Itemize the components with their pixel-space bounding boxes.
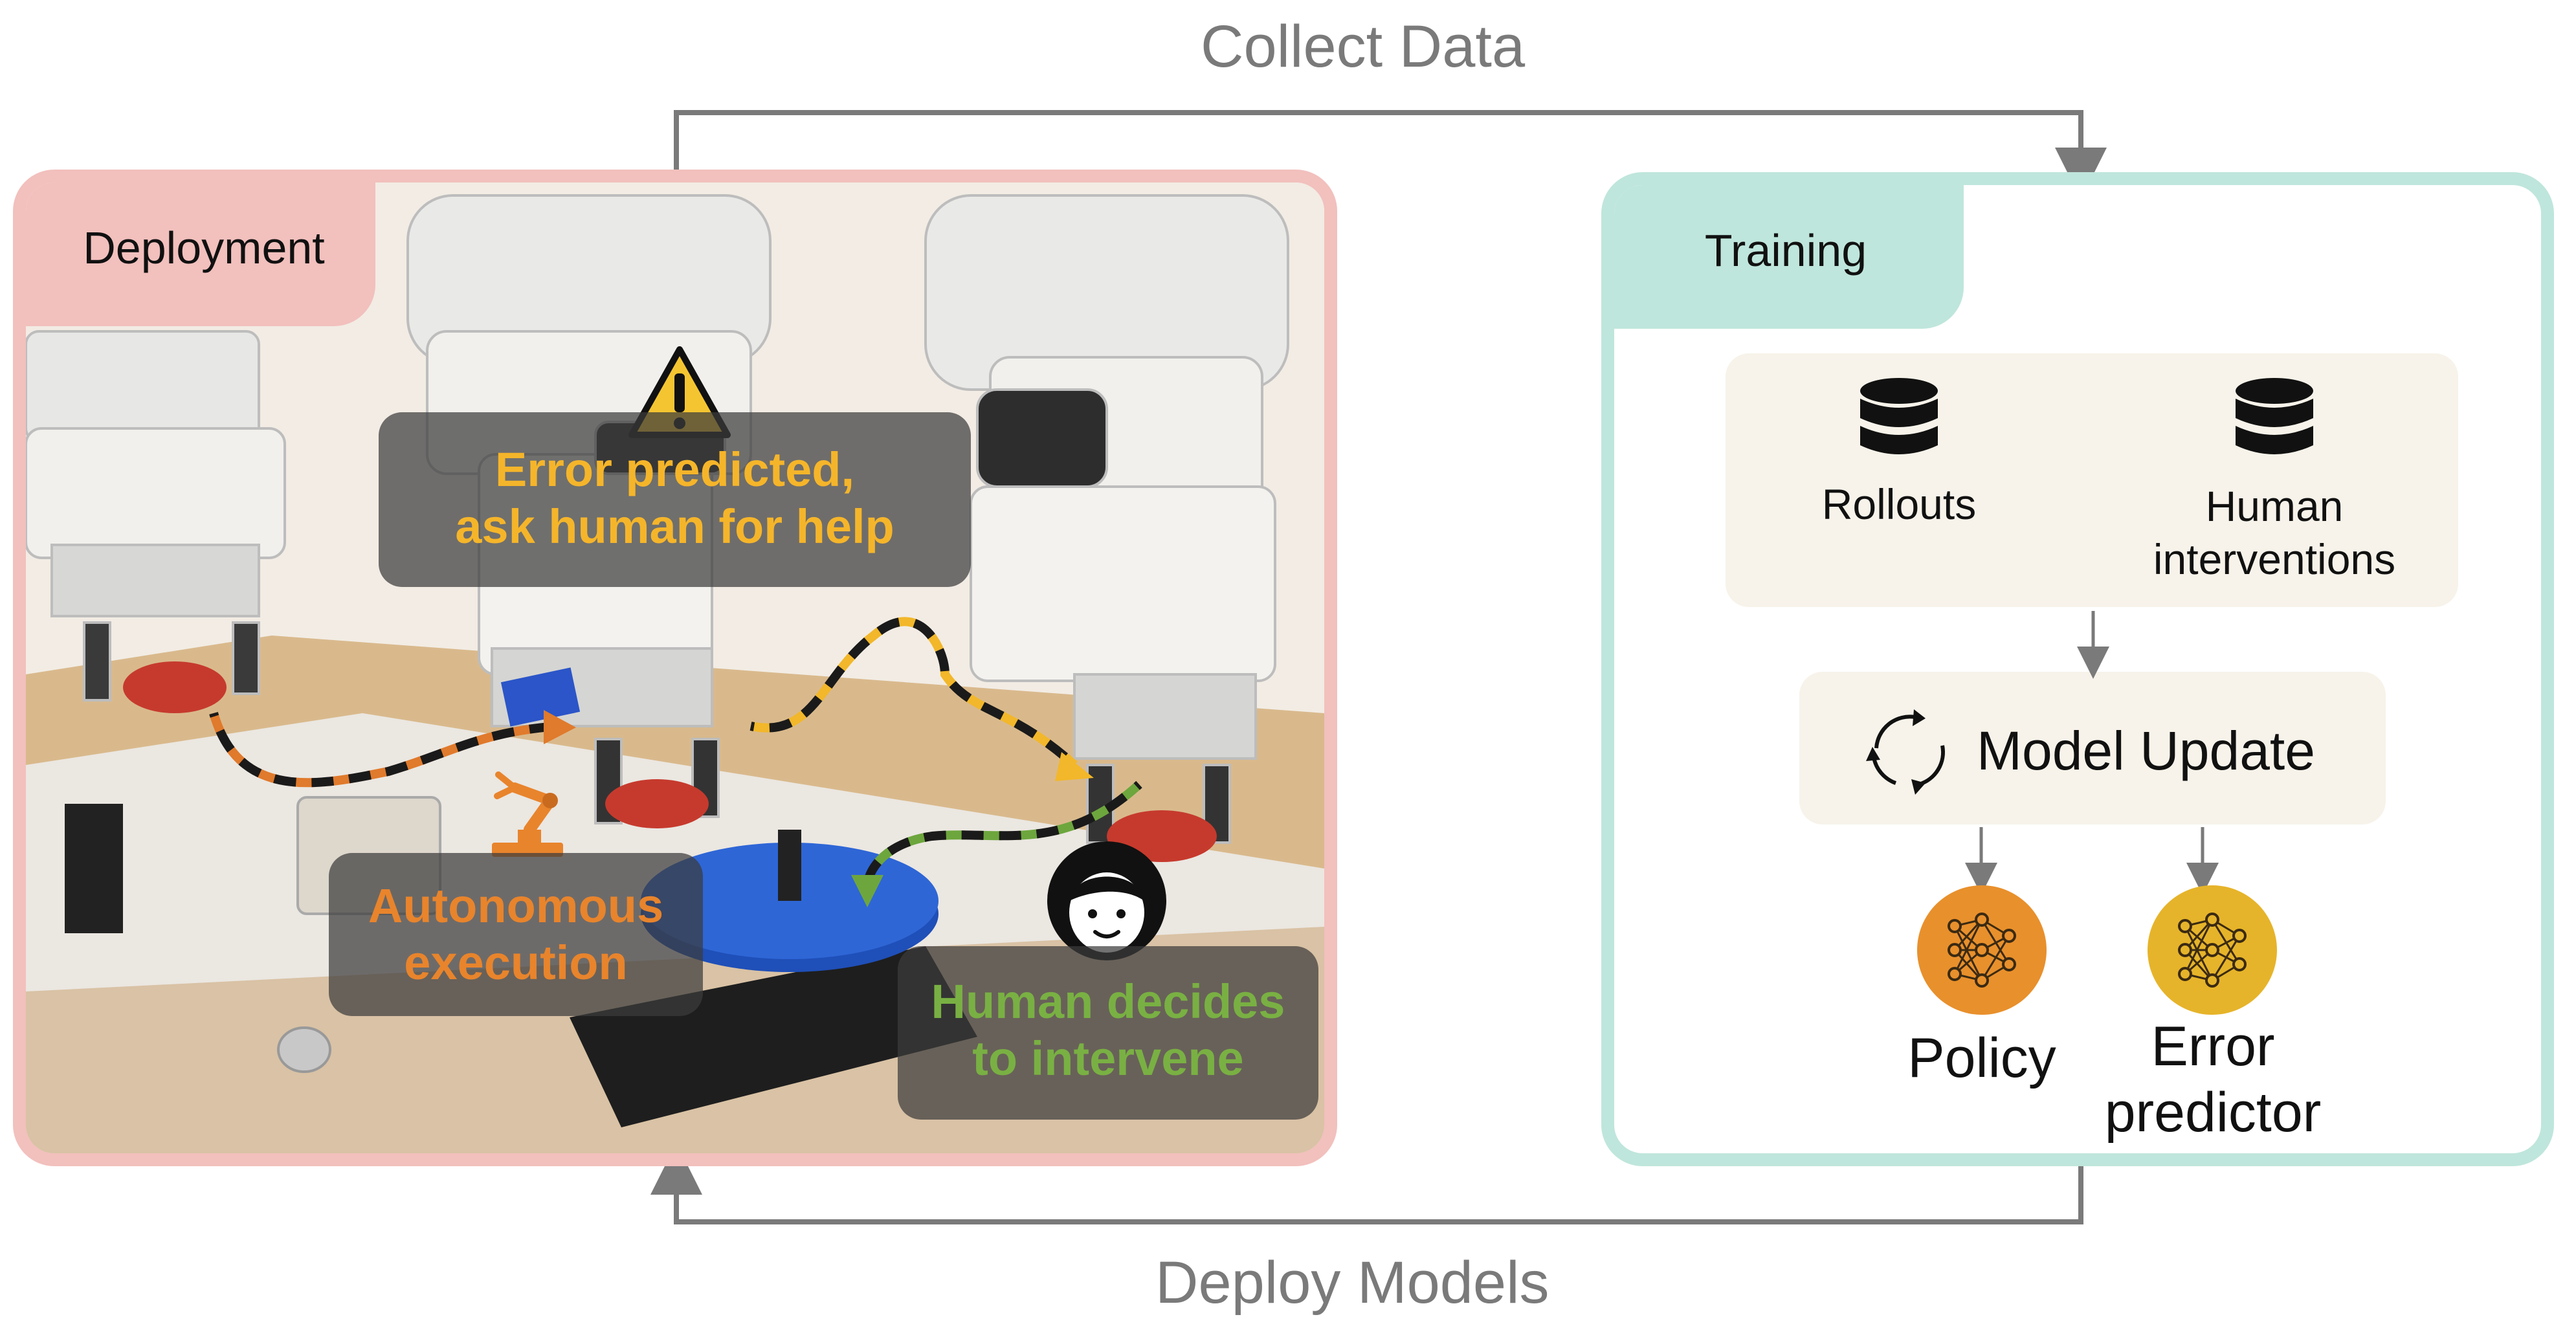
autonomous-callout-line1: Autonomous (368, 879, 664, 933)
robot-arm-icon (492, 771, 563, 857)
metal-nut (277, 1026, 331, 1073)
deploy-models-arrow (650, 1143, 2083, 1224)
error-predicted-callout: Error predicted, ask human for help (379, 412, 971, 587)
human-face-icon (1047, 841, 1166, 960)
error-predictor-label: Error predictor (2087, 1013, 2339, 1145)
collect-data-arrow (674, 110, 2107, 199)
training-arrows (1965, 611, 2219, 895)
neural-network-icon (2148, 885, 2277, 1015)
training-panel: Training Rollouts Human interventions Mo… (1601, 172, 2554, 1166)
error-trajectory-black (749, 617, 1078, 769)
human-intervene-callout: Human decides to intervene (898, 946, 1318, 1120)
human-callout-line2: to intervene (972, 1032, 1244, 1085)
human-interventions-line2: interventions (2153, 535, 2396, 583)
error-predictor-line1: Error (2151, 1015, 2275, 1078)
neural-network-icon (1917, 885, 2047, 1015)
error-callout-line2: ask human for help (455, 500, 894, 553)
deploy-models-label: Deploy Models (1155, 1250, 1549, 1316)
error-predictor-line2: predictor (2104, 1081, 2322, 1144)
data-sources-block (1726, 353, 2458, 607)
database-icon (2236, 378, 2313, 454)
deployment-tab: Deployment (26, 183, 375, 326)
model-update-label: Model Update (1977, 720, 2315, 781)
gear-fixture (570, 830, 977, 1127)
human-callout-line1: Human decides (931, 975, 1285, 1028)
error-callout-line1: Error predicted, (494, 443, 855, 496)
human-interventions-label: Human interventions (2132, 480, 2417, 586)
autonomous-execution-callout: Autonomous execution (329, 853, 703, 1016)
policy-label: Policy (1907, 1027, 2056, 1089)
training-tab: Training (1614, 185, 1964, 329)
clip-stand (65, 804, 123, 933)
autonomous-callout-line2: execution (404, 936, 628, 990)
deployment-panel: Deployment Error predicted, ask human fo… (13, 170, 1337, 1166)
autonomous-trajectory (209, 712, 557, 788)
intervention-trajectory-black (863, 780, 1142, 889)
blue-block (500, 667, 581, 727)
human-interventions-line1: Human (2205, 482, 2344, 530)
rollouts-label: Rollouts (1821, 480, 1977, 528)
model-update-block (1799, 672, 2386, 824)
robot-arm-right (924, 194, 1289, 862)
collect-data-label: Collect Data (1201, 14, 1526, 80)
refresh-cycle-icon (1866, 709, 1945, 795)
database-icon (1860, 378, 1938, 454)
autonomous-trajectory-black (209, 712, 557, 788)
robot-arm-left (26, 330, 286, 713)
